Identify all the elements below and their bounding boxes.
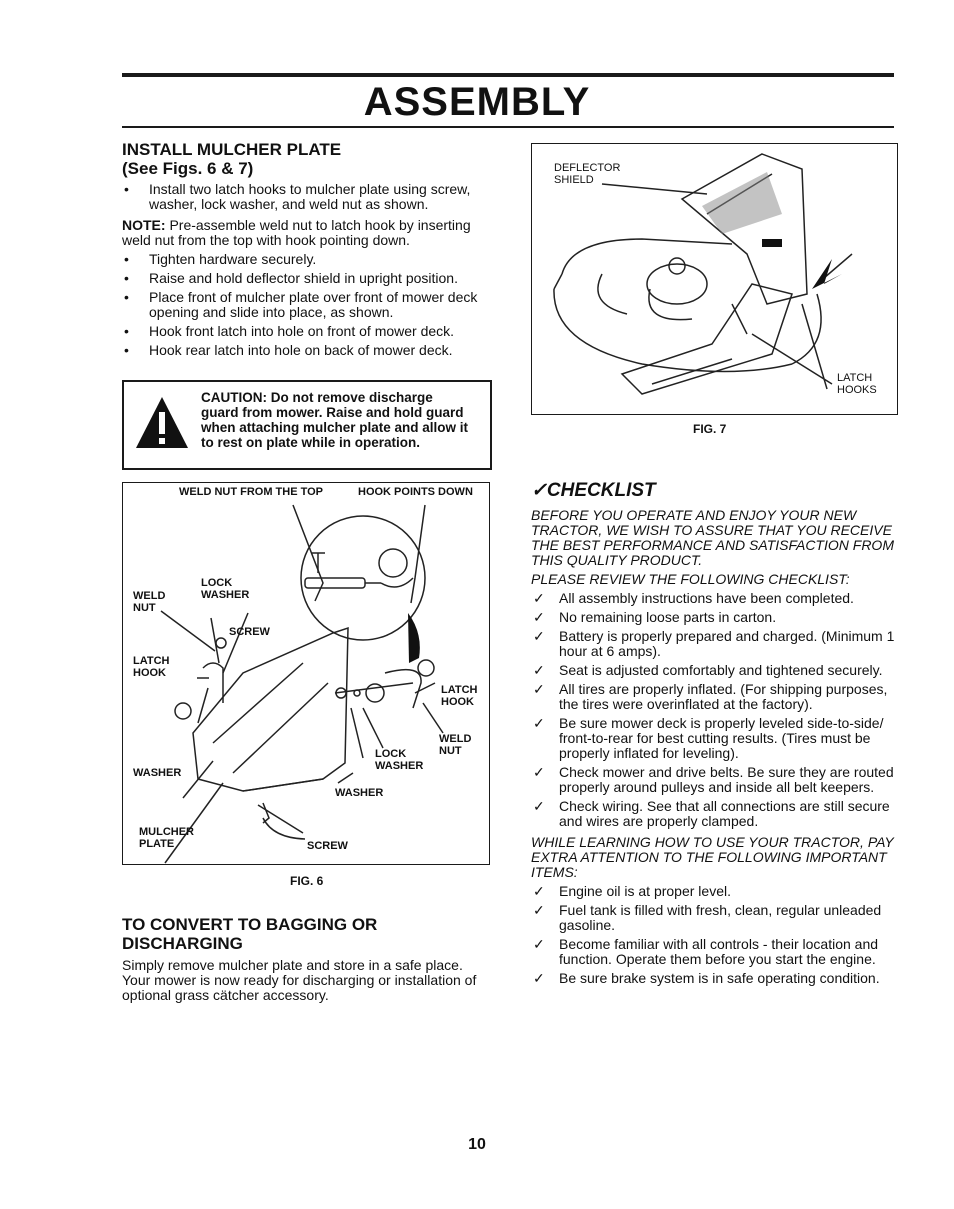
checklist-item: ✓Become familiar with all controls - the… (533, 936, 879, 967)
label-deflector-shield: DEFLECTOR SHIELD (554, 162, 621, 186)
check-icon: ✓ (533, 681, 545, 697)
label-mulcher-plate: MULCHER PLATE (139, 826, 194, 850)
warning-triangle-icon (136, 397, 188, 448)
title-rule-top (122, 73, 894, 77)
checklist-item: ✓Check mower and drive belts. Be sure th… (533, 764, 894, 795)
checklist-review: PLEASE REVIEW THE FOLLOWING CHECKLIST: (531, 571, 850, 587)
checklist-item: ✓All assembly instructions have been com… (533, 590, 854, 606)
check-icon: ✓ (533, 662, 545, 678)
check-icon: ✓ (533, 764, 545, 780)
label-weld-nut-right: WELD NUT (439, 733, 472, 757)
figure-6: WELD NUT FROM THE TOP HOOK POINTS DOWN L… (122, 482, 490, 865)
label-weld-nut-left: WELD NUT (133, 590, 166, 614)
label-latch-hook-right: LATCH HOOK (441, 684, 478, 708)
page-title: ASSEMBLY (363, 80, 591, 124)
label-screw-bottom: SCREW (307, 840, 348, 852)
convert-text: Simply remove mulcher plate and store in… (122, 957, 477, 1003)
check-icon: ✓ (533, 936, 545, 952)
fig6-drawing (160, 504, 444, 864)
checklist-item: ✓No remaining loose parts in carton. (533, 609, 777, 625)
label-latch-hook-left: LATCH HOOK (133, 655, 170, 679)
checklist-heading: ✓CHECKLIST (531, 480, 656, 501)
label-lock-washer-left: LOCK WASHER (201, 577, 250, 601)
checklist-body: BEFORE YOU OPERATE AND ENJOY YOUR NEW TR… (531, 508, 899, 986)
label-hook-points-down: HOOK POINTS DOWN (358, 486, 473, 498)
convert-section: TO CONVERT TO BAGGING OR DISCHARGING Sim… (122, 915, 492, 1003)
checklist-item: ✓Fuel tank is filled with fresh, clean, … (533, 902, 882, 933)
label-screw-top: SCREW (229, 626, 270, 638)
mulcher-bullet-front-latch: •Hook front latch into hole on front of … (124, 323, 455, 339)
mulcher-bullet-1: •Install two latch hooks to mulcher plat… (124, 181, 471, 212)
left-column: INSTALL MULCHER PLATE (See Figs. 6 & 7) … (122, 140, 492, 1003)
mulcher-bullet-rear-latch: •Hook rear latch into hole on back of mo… (124, 342, 453, 358)
label-weld-nut-top: WELD NUT FROM THE TOP (179, 486, 324, 498)
check-icon: ✓ (533, 609, 545, 625)
caution-text: CAUTION: Do not remove discharge guard f… (201, 390, 469, 450)
checklist-item: ✓Be sure brake system is in safe operati… (533, 970, 880, 986)
checklist-item: ✓Check wiring. See that all connections … (533, 798, 890, 829)
title-rule-bottom (122, 126, 894, 128)
fig6-caption: FIG. 6 (290, 874, 324, 888)
checklist-while: WHILE LEARNING HOW TO USE YOUR TRACTOR, … (531, 834, 894, 880)
fig7-caption: FIG. 7 (693, 422, 727, 436)
mulcher-note: NOTE: Pre-assemble weld nut to latch hoo… (122, 217, 471, 248)
check-icon: ✓ (533, 798, 545, 814)
mulcher-bullet-place: •Place front of mulcher plate over front… (124, 289, 478, 320)
mulcher-bullet-tighten: •Tighten hardware securely. (124, 251, 317, 267)
check-icon: ✓ (533, 715, 545, 731)
mulcher-heading: INSTALL MULCHER PLATE (122, 140, 342, 159)
checklist-item: ✓Battery is properly prepared and charge… (533, 628, 895, 659)
check-icon: ✓ (533, 628, 545, 644)
mulcher-subheading: (See Figs. 6 & 7) (122, 159, 254, 178)
checklist-item: ✓Seat is adjusted comfortably and tighte… (533, 662, 883, 678)
page-number: 10 (468, 1136, 486, 1153)
checklist-item: ✓All tires are properly inflated. (For s… (533, 681, 888, 712)
check-icon: ✓ (533, 970, 545, 986)
check-icon: ✓ (533, 902, 545, 918)
label-washer-left: WASHER (133, 767, 182, 779)
label-latch-hooks: LATCH HOOKS (837, 372, 877, 396)
label-lock-washer-right: LOCK WASHER (375, 748, 424, 772)
checklist-item: ✓Engine oil is at proper level. (533, 883, 731, 899)
fig7-drawing (553, 153, 853, 395)
checklist-intro: BEFORE YOU OPERATE AND ENJOY YOUR NEW TR… (531, 507, 894, 568)
figure-7: DEFLECTOR SHIELD LATCH HOOKS (531, 143, 898, 415)
label-washer-mid: WASHER (335, 787, 384, 799)
convert-heading: TO CONVERT TO BAGGING OR DISCHARGING (122, 915, 378, 953)
check-icon: ✓ (533, 883, 545, 899)
mulcher-bullet-raise: •Raise and hold deflector shield in upri… (124, 270, 458, 286)
caution-box: CAUTION: Do not remove discharge guard f… (122, 380, 492, 470)
checklist-item: ✓Be sure mower deck is properly leveled … (533, 715, 884, 761)
check-icon: ✓ (533, 590, 545, 606)
